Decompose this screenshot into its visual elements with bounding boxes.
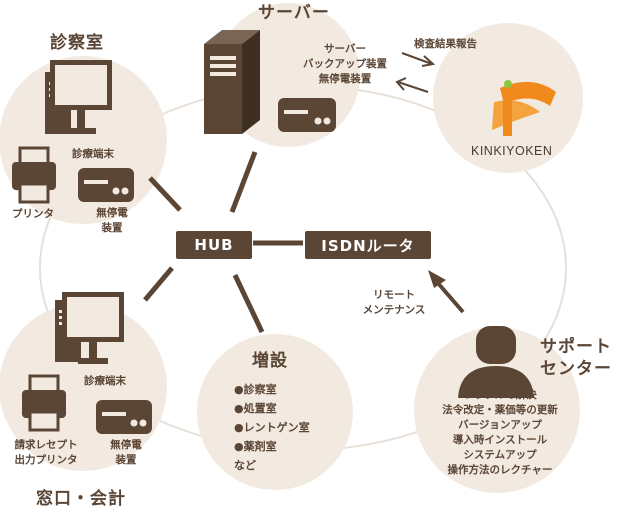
server-title: サーバー (258, 3, 330, 23)
server-tower-icon (204, 30, 260, 134)
printer-label-line: 出力プリンタ (14, 454, 78, 466)
exam-room-title: 診察室 (50, 33, 104, 53)
support-service-list: トラブルの解決 法令改定・薬価等の更新 バージョンアップ 導入時インストール シ… (426, 388, 574, 478)
support-title: サポート センター (540, 336, 612, 380)
remote-label-line: メンテナンス (362, 304, 426, 316)
ups-label-line: 無停電 (110, 439, 142, 451)
exam-room-terminal-label: 診療端末 (72, 148, 114, 160)
front-desk-printer-icon (22, 374, 66, 432)
exam-room-pc-icon (45, 60, 112, 134)
support-service-item: 導入時インストール (452, 434, 548, 446)
link-hub-front-desk (143, 266, 174, 302)
remote-label-line: リモート (373, 289, 415, 301)
support-title-line: サポート (540, 337, 612, 357)
expansion-etc: など (234, 459, 256, 472)
remote-maintenance-label: リモート メンテナンス (352, 288, 436, 318)
support-service-item: 法令改定・薬価等の更新 (442, 404, 558, 416)
kinkiyoken-logo (492, 80, 556, 136)
server-item: サーバー (324, 43, 366, 55)
server-item: バックアップ装置 (303, 58, 387, 70)
isdn-router-box: ISDNルータ (305, 231, 431, 259)
ups-label-line: 装置 (101, 222, 123, 234)
expansion-item: ●レントゲン室 (234, 421, 310, 434)
front-desk-ups-label: 無停電 装置 (98, 438, 154, 468)
front-desk-pc-icon (55, 292, 124, 364)
link-hub-server (229, 151, 258, 213)
company-name: KINKIYOKEN (471, 144, 553, 158)
printer-label-line: 請求レセプト (14, 439, 78, 451)
front-desk-title: 窓口・会計 (36, 489, 126, 509)
server-item: 無停電装置 (318, 73, 372, 85)
expansion-circle (197, 334, 353, 490)
support-service-item: システムアップ (463, 449, 537, 461)
expansion-list: ●診察室 ●処置室 ●レントゲン室 ●薬剤室 など (234, 380, 310, 475)
ups-label-line: 無停電 (96, 207, 128, 219)
ups-label-line: 装置 (115, 454, 137, 466)
support-title-line: センター (540, 359, 612, 379)
expansion-item: ●処置室 (234, 402, 277, 415)
link-hub-expansion (232, 273, 265, 334)
server-item-list: サーバー バックアップ装置 無停電装置 (285, 42, 405, 87)
person-icon (458, 326, 534, 398)
expansion-title: 増設 (252, 351, 288, 371)
exam-room-printer-icon (12, 146, 56, 204)
front-desk-terminal-label: 診療端末 (84, 375, 126, 387)
remote-maintenance-arrow (428, 270, 465, 314)
front-desk-printer-label: 請求レセプト 出力プリンタ (6, 438, 86, 468)
support-service-item: 操作方法のレクチャー (447, 464, 553, 476)
exam-room-ups-label: 無停電 装置 (84, 206, 140, 236)
hub-box: HUB (176, 231, 252, 259)
exam-room-printer-label: プリンタ (12, 208, 54, 220)
support-service-item: トラブルの解決 (463, 389, 537, 401)
exam-room-ups-icon (78, 168, 134, 202)
link-hub-exam-room (148, 176, 182, 212)
support-service-item: バージョンアップ (458, 419, 542, 431)
expansion-item: ●薬剤室 (234, 440, 277, 453)
support-circle (414, 327, 580, 493)
server-ups-icon (278, 98, 336, 132)
report-label: 検査結果報告 (414, 38, 477, 50)
expansion-item: ●診察室 (234, 383, 277, 396)
front-desk-ups-icon (96, 400, 152, 434)
